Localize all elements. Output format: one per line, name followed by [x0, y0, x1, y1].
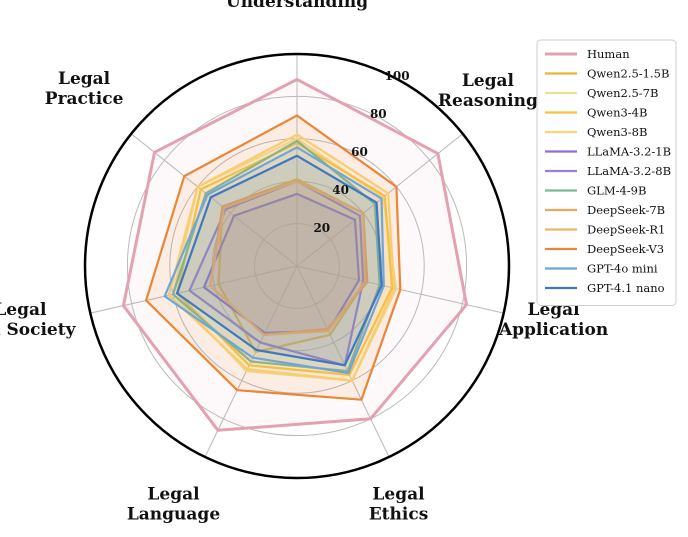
axis-labels: LegalUnderstandingLegalReasoningLegalApp…: [0, 0, 608, 525]
radar-series: [121, 77, 468, 432]
tick-label-20: 20: [313, 221, 330, 235]
axis-label-line: Language: [127, 505, 220, 525]
axis-label-line: Legal: [0, 300, 47, 320]
legend-label: Qwen3-4B: [587, 106, 647, 120]
axis-label-line: Practice: [45, 89, 124, 109]
axis-label-line: Legal: [462, 71, 515, 91]
axis-label-line: Legal: [372, 485, 425, 505]
outer-circle: [83, 52, 511, 480]
grid-spoke: [296, 133, 464, 267]
axis-label: LegalUnderstanding: [226, 0, 368, 12]
radar-frame: [83, 52, 511, 480]
axis-label-line: Legal: [147, 485, 200, 505]
grid-spoke: [296, 265, 390, 458]
radial-tick-labels: 20 40 60 80 100: [313, 69, 409, 235]
series-gpt-4o-mini: [163, 146, 385, 375]
tick-label-40: 40: [332, 183, 349, 197]
axis-label-line: Understanding: [226, 0, 368, 12]
legend-label: GLM-4-9B: [587, 184, 646, 198]
axis-label: Legaland Society: [0, 300, 77, 340]
legend-box: [536, 39, 677, 306]
legend-label: Human: [587, 47, 630, 61]
axis-label-line: Application: [498, 320, 608, 340]
grid-spoke: [130, 133, 298, 267]
legend-label: GPT-4.1 nano: [587, 281, 665, 295]
legend-label: LLaMA-3.2-8B: [587, 164, 671, 178]
axis-label-line: Reasoning: [438, 91, 538, 111]
series-deepseek-r1: [209, 180, 367, 336]
legend-label: DeepSeek-7B: [587, 203, 665, 217]
axis-label-line: Ethics: [369, 505, 429, 525]
legend-label: DeepSeek-V3: [587, 242, 664, 256]
axis-label-line: and Society: [0, 320, 77, 340]
tick-label-100: 100: [385, 69, 410, 83]
legend-label: Qwen3-8B: [587, 125, 647, 139]
legend-label: DeepSeek-R1: [587, 223, 665, 237]
axis-label-line: Legal: [58, 69, 111, 89]
legend-label: GPT-4o mini: [587, 262, 658, 276]
legend-label: Qwen2.5-7B: [587, 86, 658, 100]
tick-label-80: 80: [370, 107, 387, 121]
tick-label-60: 60: [351, 145, 368, 159]
legend-label: LLaMA-3.2-1B: [587, 145, 671, 159]
series-gpt-4-1-nano: [176, 154, 383, 367]
legend-label: Qwen2.5-1.5B: [587, 67, 669, 81]
